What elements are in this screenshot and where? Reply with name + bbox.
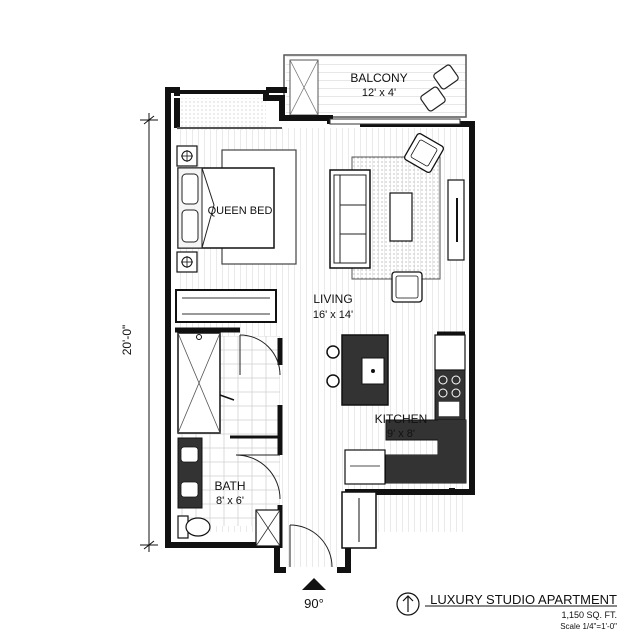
area-text: 1,150 SQ. FT. — [561, 610, 617, 620]
kitchen-island — [341, 334, 389, 406]
sofa — [329, 169, 371, 269]
balcony — [283, 54, 467, 118]
bath-size: 8' x 6' — [216, 495, 244, 507]
orientation-angle: 90° — [304, 596, 324, 611]
coat-closet — [341, 491, 377, 549]
bed-label: QUEEN BED — [208, 205, 273, 217]
door-bath[interactable] — [235, 334, 281, 500]
kitchen-label: KITCHEN — [375, 412, 428, 426]
title-text: LUXURY STUDIO APARTMENT — [430, 592, 617, 607]
interior-walls — [175, 327, 465, 548]
balcony-size: 12' x 4' — [362, 87, 396, 99]
scale-text: Scale 1/4"=1'-0" — [560, 622, 617, 631]
door-entry[interactable] — [289, 524, 333, 568]
armchair — [391, 132, 445, 303]
dimension-line — [140, 113, 158, 552]
vanity — [177, 437, 203, 509]
kitchen-counter — [344, 334, 467, 485]
dimension-height-label: 20'-0" — [120, 325, 134, 356]
living-size: 16' x 14' — [313, 309, 353, 321]
living-label: LIVING — [313, 292, 352, 306]
window — [329, 118, 461, 125]
balcony-chair — [420, 64, 459, 112]
kitchen-size: 9' x 8' — [387, 428, 415, 440]
tv-console — [447, 179, 465, 261]
toilet — [177, 515, 211, 539]
linen-closet — [255, 509, 281, 547]
bar-stool — [326, 345, 340, 388]
shower — [177, 332, 235, 434]
coffee-table — [389, 192, 413, 242]
bath-label: BATH — [214, 479, 245, 493]
wardrobe — [175, 289, 277, 323]
queen-bed — [177, 167, 275, 249]
stove-burners — [438, 375, 461, 417]
balcony-label: BALCONY — [350, 71, 407, 85]
orientation-marker-icon — [302, 578, 326, 590]
nightstand — [176, 145, 198, 273]
north-compass-icon — [396, 592, 420, 616]
